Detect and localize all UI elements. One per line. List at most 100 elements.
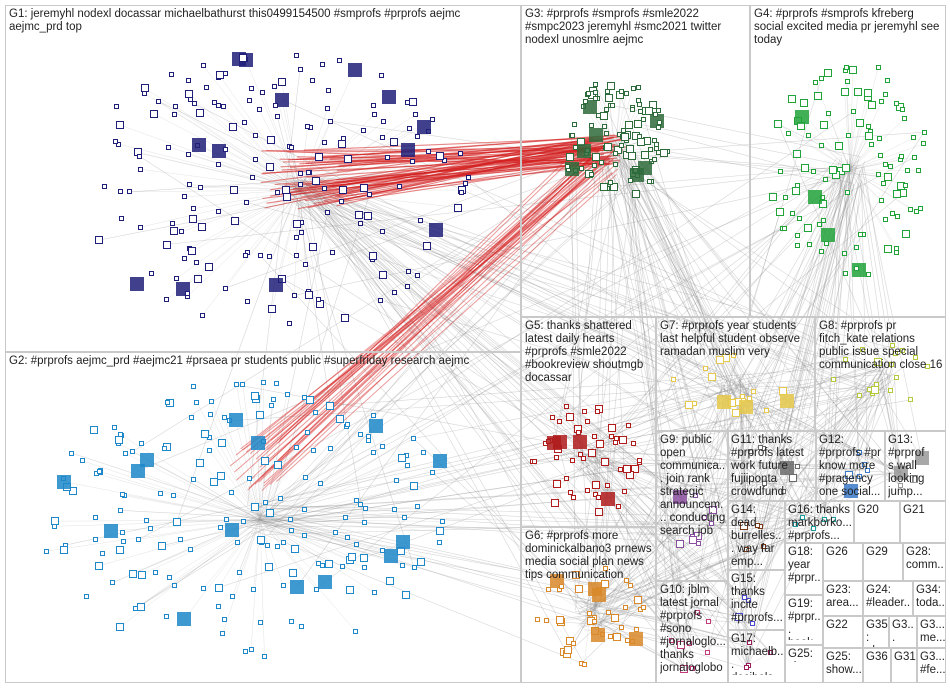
node — [348, 63, 362, 77]
node — [764, 408, 769, 413]
node — [299, 624, 304, 629]
group-label-g21: G21 — [903, 504, 943, 518]
node — [205, 263, 213, 271]
node — [596, 113, 601, 118]
node — [692, 401, 697, 406]
node — [367, 192, 372, 197]
node — [285, 392, 290, 397]
node — [136, 537, 141, 542]
node — [392, 290, 397, 295]
node — [229, 490, 234, 495]
node — [459, 190, 464, 195]
node — [905, 168, 910, 173]
group-label-g6: G6: #prprofs more dominickalbano3 prnews… — [525, 530, 653, 586]
node — [208, 412, 213, 417]
node — [274, 461, 282, 469]
node — [337, 58, 342, 63]
node — [224, 517, 229, 522]
node — [401, 143, 415, 157]
node — [631, 441, 636, 446]
node — [244, 200, 249, 205]
node — [268, 305, 276, 313]
node — [302, 507, 307, 512]
node — [133, 606, 138, 611]
node — [194, 400, 199, 405]
group-label-g14: G14: dead burrelles... way far emp... — [731, 504, 783, 570]
node — [162, 446, 167, 451]
node — [591, 628, 605, 642]
node — [648, 147, 653, 152]
node — [116, 546, 124, 554]
node — [278, 496, 283, 501]
node — [547, 436, 561, 450]
node — [258, 253, 263, 258]
node — [260, 90, 265, 95]
node — [234, 382, 239, 387]
node — [579, 166, 584, 171]
node — [557, 419, 562, 424]
node — [786, 131, 791, 136]
node — [411, 436, 416, 441]
node — [564, 646, 572, 654]
node — [922, 130, 927, 135]
node — [440, 519, 445, 524]
group-label-g15: G15: thanks incite #prprofs... — [731, 573, 784, 629]
node — [271, 397, 276, 402]
node — [115, 436, 123, 444]
node — [566, 153, 574, 161]
node — [362, 520, 367, 525]
node — [656, 108, 661, 113]
node — [265, 543, 270, 548]
node — [845, 190, 850, 195]
node — [392, 507, 397, 512]
node — [379, 73, 384, 78]
node — [320, 563, 325, 568]
group-label-g13: G13: #prprofs wall looking jump... — [888, 434, 930, 500]
node — [52, 524, 57, 529]
node — [289, 145, 294, 150]
node — [169, 72, 174, 77]
node — [619, 625, 624, 630]
node — [436, 152, 444, 160]
node — [318, 481, 323, 486]
node — [433, 454, 447, 468]
node — [595, 508, 603, 516]
node — [599, 160, 604, 165]
node — [256, 411, 264, 419]
node — [204, 85, 209, 90]
node — [311, 448, 316, 453]
node — [353, 629, 358, 634]
node — [535, 617, 540, 622]
node — [216, 162, 221, 167]
node — [188, 247, 196, 255]
node — [415, 134, 420, 139]
node — [911, 135, 916, 140]
node — [596, 440, 604, 448]
node — [310, 78, 315, 83]
node — [660, 149, 668, 157]
node — [778, 169, 783, 174]
node — [201, 63, 206, 68]
node — [194, 260, 199, 265]
group-label-g3c: G3... #fe... — [920, 651, 946, 681]
node — [454, 204, 462, 212]
node — [348, 553, 356, 561]
node — [596, 495, 601, 500]
node — [281, 583, 286, 588]
node — [864, 89, 872, 97]
node — [868, 101, 876, 109]
node — [381, 119, 386, 124]
node — [823, 177, 828, 182]
node — [604, 143, 612, 151]
node — [634, 627, 639, 632]
node — [902, 230, 910, 238]
group-label-g26: G26 — [826, 546, 862, 560]
node — [325, 560, 333, 568]
node — [842, 251, 847, 256]
node — [876, 172, 881, 177]
node — [921, 141, 926, 146]
node — [294, 235, 299, 240]
node — [314, 587, 319, 592]
node — [358, 432, 363, 437]
node — [608, 180, 613, 185]
